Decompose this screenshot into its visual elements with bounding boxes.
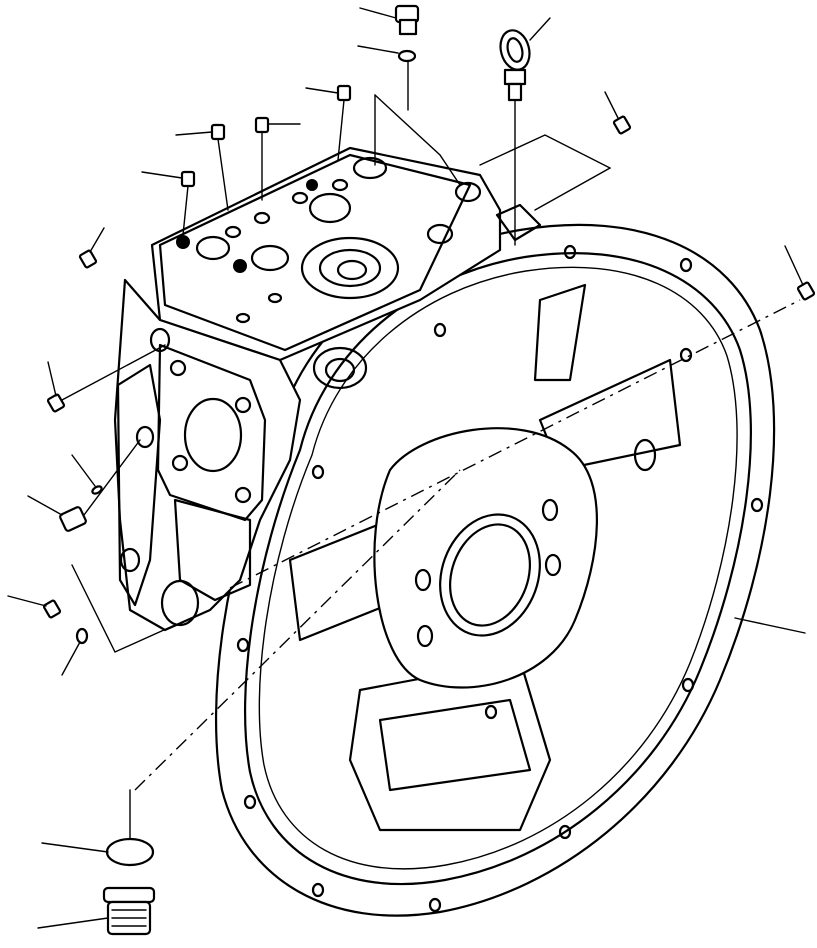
spoke-upper [533,283,587,382]
eye-bolt-ring [499,29,531,71]
top-o-ring [397,49,417,63]
bottom-plug [37,886,156,936]
flange-port [183,397,243,473]
lifting-bracket [495,203,542,242]
bolt-7 [78,227,105,269]
hub-bore-outer [439,513,541,637]
bolt-5 [604,91,632,135]
bolt-1 [305,84,352,161]
eye-bolt-collar [503,68,527,86]
housing-inner-ring [243,252,752,886]
pin-side [71,454,103,495]
hub-bore-inner [449,523,531,627]
bolt-6 [784,245,816,301]
lower-axis-line [134,469,461,791]
housing-bolt-holes [236,244,764,913]
pump-left-bracket [116,363,162,607]
bolt-8 [46,344,166,413]
pump-flange [156,343,267,522]
top-boss-inner [336,259,368,281]
lower-port [160,579,200,627]
top-boss-mid [318,248,382,288]
center-axis-line [229,299,801,589]
bottom-o-ring [105,837,155,867]
o-ring-left [61,564,176,676]
spoke-lower-inner [378,698,532,792]
bolt-3 [175,123,229,211]
eye-bolt-shank [507,82,523,102]
bolt-9 [7,595,62,619]
pump-body [113,146,502,632]
top-boss-outer [300,236,400,300]
plug-side [27,439,141,532]
housing-inner-ring-2 [258,266,738,870]
central-hub [373,427,598,689]
pump-top-face [158,153,472,352]
bolt-2 [254,116,301,201]
side-boss [312,346,368,390]
top-plug-thread [398,18,418,36]
pump-lower-block [173,498,252,602]
loose-parts [7,4,816,936]
bolt-4 [141,170,196,236]
flywheel-housing [214,223,776,917]
